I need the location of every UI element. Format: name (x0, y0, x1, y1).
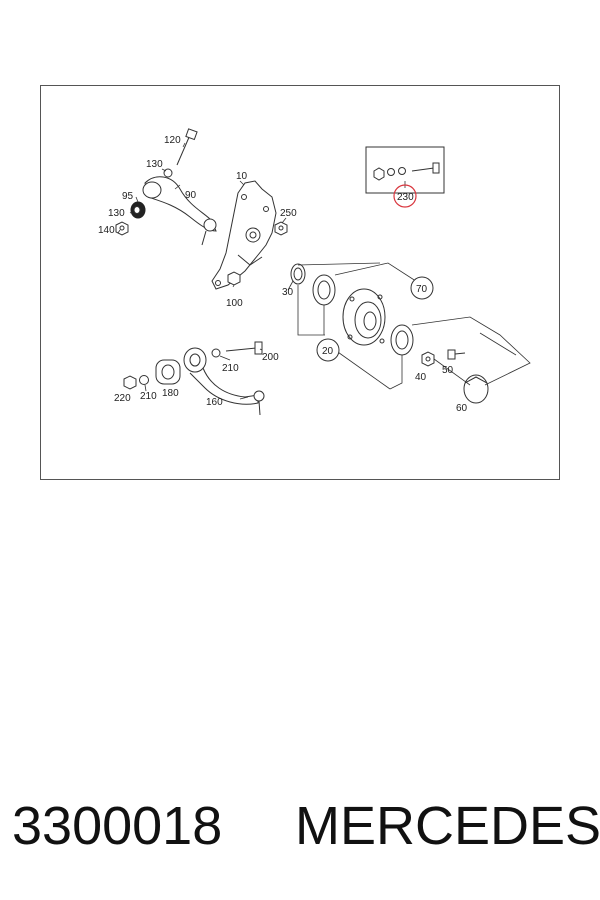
washer-210-right (211, 348, 221, 358)
seal-ring-30 (290, 263, 306, 285)
nut-140 (115, 221, 129, 236)
callout-120: 120 (164, 135, 181, 146)
upper-arm-bolt-120 (176, 128, 198, 166)
callout-90: 90 (185, 190, 197, 201)
callout-200: 200 (262, 352, 279, 363)
bearing-left (312, 274, 336, 306)
upper-control-arm-90 (142, 176, 217, 246)
callout-95: 95 (122, 191, 134, 202)
callout-210-left: 210 (140, 391, 157, 402)
callout-140: 140 (98, 225, 115, 236)
part-number: 3300018 (12, 796, 223, 856)
caption: 3300018 MERCEDES (0, 795, 600, 865)
bearing-right (390, 324, 414, 356)
callout-20-bubble: 20 (316, 338, 340, 362)
nut-250 (274, 221, 288, 236)
hub-group-leaders (297, 262, 531, 390)
callout-160: 160 (206, 397, 223, 408)
callout-20: 20 (322, 346, 334, 357)
callout-130-lower: 130 (108, 208, 125, 219)
diagram-frame (40, 85, 560, 480)
callout-leaders (117, 142, 294, 400)
callout-130-upper: 130 (146, 159, 163, 170)
washer-210-left (139, 375, 149, 385)
bushing-180 (155, 359, 181, 385)
callout-220: 220 (114, 393, 131, 404)
bushing-95 (130, 201, 146, 219)
callout-70: 70 (416, 284, 428, 295)
callout-10: 10 (236, 171, 248, 182)
callout-70-bubble: 70 (410, 276, 434, 300)
lower-control-arm-160 (183, 347, 265, 416)
callout-50: 50 (442, 365, 454, 376)
nut-220 (123, 375, 137, 390)
callout-180: 180 (162, 388, 179, 399)
callout-40: 40 (415, 372, 427, 383)
nut-40 (421, 351, 435, 367)
callout-230-highlighted[interactable]: 230 (393, 184, 417, 208)
nut-100 (227, 271, 241, 286)
hub-cap-60 (463, 374, 489, 404)
bolt-200 (225, 341, 263, 355)
callout-230: 230 (397, 192, 414, 203)
bolt-kit-inset (365, 146, 445, 194)
bolt-50 (447, 349, 466, 360)
exploded-parts-diagram: 120 130 90 95 130 140 10 250 100 30 20 7… (98, 128, 531, 416)
wheel-hub (342, 288, 386, 346)
steering-knuckle-10 (211, 180, 277, 290)
brand-name: MERCEDES (295, 796, 600, 856)
callout-210-right: 210 (222, 363, 239, 374)
callout-100: 100 (226, 298, 243, 309)
callout-30: 30 (282, 287, 294, 298)
callout-60: 60 (456, 403, 468, 414)
callout-250: 250 (280, 208, 297, 219)
